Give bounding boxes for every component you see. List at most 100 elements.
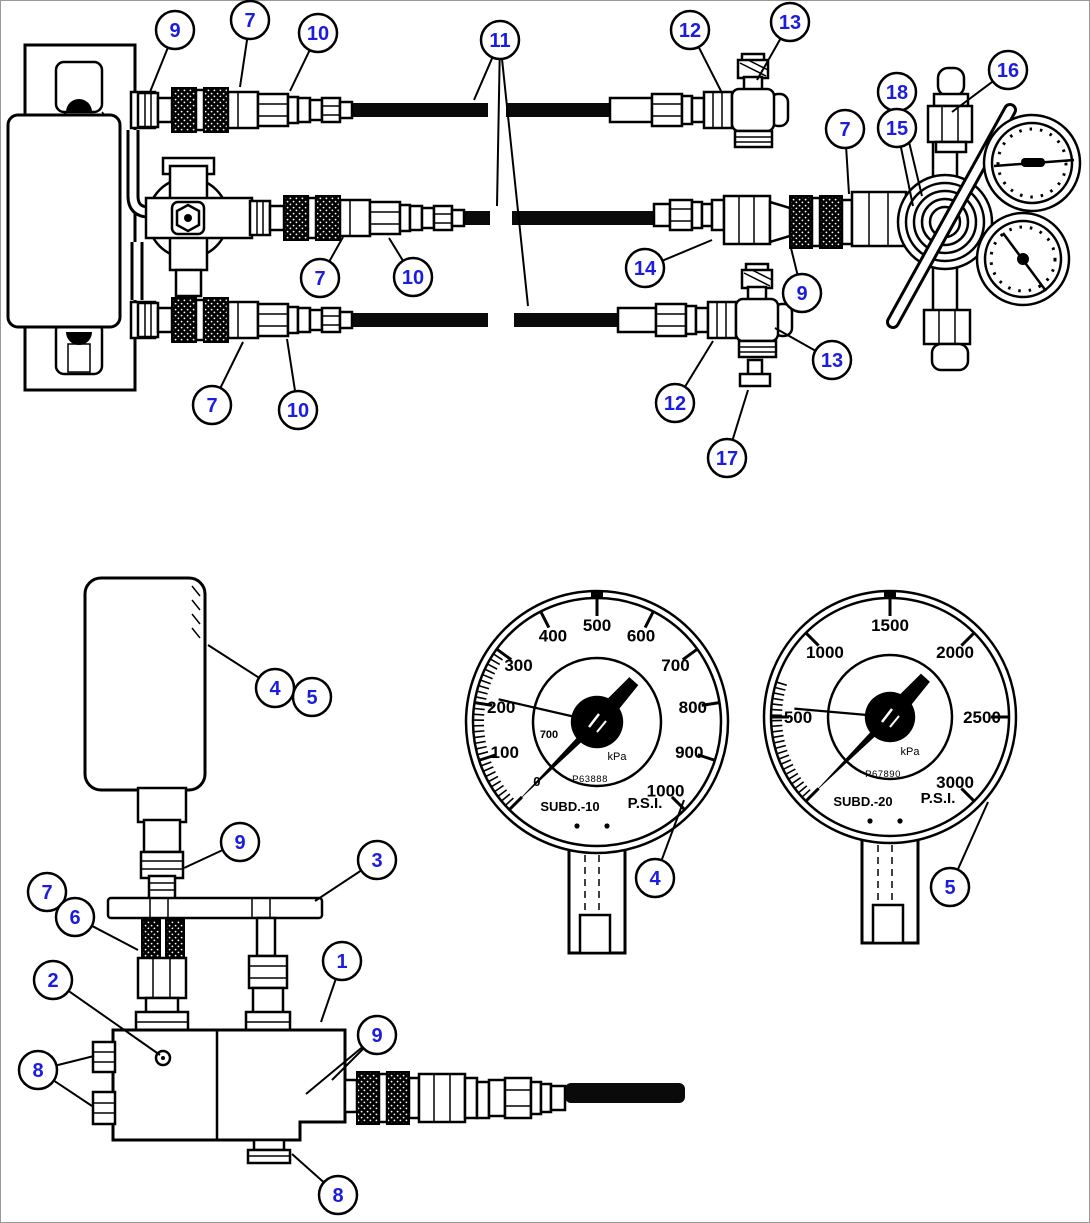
svg-text:7: 7 [839,119,850,141]
svg-text:700: 700 [540,729,558,741]
callout-7: 7 [299,236,344,299]
svg-text:8: 8 [32,1060,43,1082]
svg-text:3: 3 [371,850,382,872]
svg-text:18: 18 [886,82,908,104]
svg-text:13: 13 [821,350,843,372]
hose-lines [352,103,654,327]
svg-text:9: 9 [169,20,180,42]
svg-text:5: 5 [306,687,317,709]
svg-text:7: 7 [314,268,325,290]
regulator-gauge-bottom [975,211,1071,307]
svg-text:12: 12 [679,20,701,42]
hose-row-1 [136,52,790,149]
callout-10: 10 [289,12,339,92]
svg-text:17: 17 [716,448,738,470]
svg-text:14: 14 [634,258,657,280]
callout-12: 12 [654,340,714,424]
svg-text:P63888: P63888 [572,774,608,785]
callout-7: 7 [191,341,244,426]
callout-11: 11 [473,19,529,307]
svg-text:2500: 2500 [963,708,1001,727]
callout-8: 8 [291,1153,359,1216]
svg-text:7: 7 [244,10,255,32]
svg-text:9: 9 [796,283,807,305]
svg-text:P.S.I.: P.S.I. [628,795,663,812]
svg-text:16: 16 [997,60,1019,82]
dial-gauges: 10020030040050060070080090010000kPaP6388… [464,589,1018,955]
callout-15: 15 [876,107,918,207]
svg-text:600: 600 [627,627,655,646]
callout-17: 17 [706,389,749,479]
callout-9: 9 [183,821,261,869]
callout-1: 1 [320,940,363,1023]
svg-text:3000: 3000 [936,773,974,792]
svg-text:10: 10 [402,267,424,289]
callout-14: 14 [624,239,713,289]
callout-9: 9 [781,243,823,314]
svg-text:kPa: kPa [608,751,628,763]
svg-text:SUBD.-20: SUBD.-20 [833,794,892,809]
svg-text:kPa: kPa [901,746,921,758]
svg-text:4: 4 [269,678,281,700]
callout-16: 16 [951,49,1029,113]
callout-9: 9 [149,9,196,93]
callout-8: 8 [17,1049,95,1107]
callout-4: 4 [634,799,685,899]
svg-text:2: 2 [47,970,58,992]
manifold-block [91,1028,685,1165]
svg-text:13: 13 [779,12,801,34]
needle-hub [570,695,624,749]
callout-9: 9 [305,1014,398,1095]
svg-text:5: 5 [944,877,955,899]
svg-text:9: 9 [371,1025,382,1047]
pressure-regulator [886,66,1082,372]
callout-10: 10 [388,237,434,298]
callout-7: 7 [26,871,68,913]
svg-text:P67890: P67890 [865,769,901,780]
svg-text:12: 12 [664,393,686,415]
callout-3: 3 [314,839,398,902]
mounting-bracket [6,43,157,392]
callout-7: 7 [824,108,866,195]
accumulator-cylinder [83,576,207,902]
svg-text:6: 6 [69,907,80,929]
callout-10: 10 [277,338,319,431]
svg-text:7: 7 [206,395,217,417]
svg-text:10: 10 [307,23,329,45]
svg-text:1500: 1500 [871,616,909,635]
callout-2: 2 [32,959,161,1056]
svg-text:1: 1 [336,951,347,973]
svg-text:1000: 1000 [806,643,844,662]
svg-text:8: 8 [332,1185,343,1207]
svg-text:900: 900 [675,743,703,762]
svg-text:100: 100 [491,743,519,762]
svg-text:300: 300 [504,656,532,675]
callout-6: 6 [54,896,139,951]
svg-text:4: 4 [649,868,661,890]
shutoff-valve-assembly [106,896,324,1034]
high-pressure-gauge: 500 1000 1500 2000 2500 3000 kPaP67890SUBD.-20… [762,589,1018,945]
svg-text:11: 11 [489,30,510,52]
svg-text:15: 15 [886,118,908,140]
regulator-gauge-top [982,113,1082,213]
hose-row-3 [136,262,794,388]
svg-text:2000: 2000 [936,643,974,662]
callout-12: 12 [669,9,723,94]
svg-text:9: 9 [234,832,245,854]
svg-text:400: 400 [539,627,567,646]
svg-text:7: 7 [41,882,52,904]
callout-5: 5 [291,676,333,718]
outlet-coupling [343,1071,567,1125]
low-pressure-gauge: 10020030040050060070080090010000kPaP6388… [464,589,730,955]
svg-text:500: 500 [583,616,611,635]
callout-13: 13 [756,1,811,81]
cross-fitting [144,156,254,298]
svg-text:800: 800 [679,698,707,717]
svg-text:500: 500 [784,708,812,727]
svg-text:P.S.I.: P.S.I. [921,790,956,807]
svg-text:1000: 1000 [647,782,685,801]
svg-text:10: 10 [287,400,309,422]
